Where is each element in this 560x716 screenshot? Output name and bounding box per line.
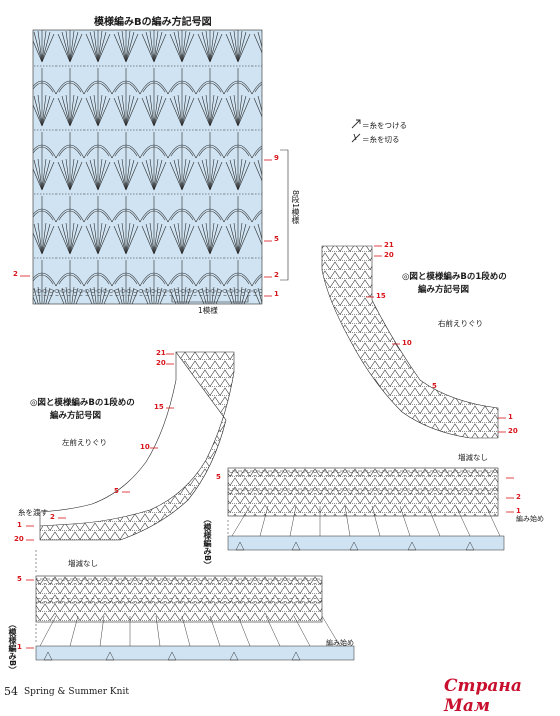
right-row-21: 21 [384,241,394,249]
attach-yarn-icon [351,119,361,129]
right-side-row-2: 2 [516,493,521,501]
left-front-chart [26,351,355,661]
left-row-5: 5 [114,487,119,495]
chart-b-left-row: 2 [13,270,18,278]
right-row-20b: 20 [508,427,518,435]
chart-b-bracket-label: 8段1模様 [291,190,300,225]
watermark: Страна Мам [444,676,522,716]
chart-b-row-1: 1 [274,290,279,298]
legend-icons [351,119,361,143]
left-row-20: 20 [156,359,166,367]
left-front-base-fill [36,646,354,660]
right-row-1: 1 [508,413,513,421]
left-row-21: 21 [156,349,166,357]
right-side-row-1: 1 [516,507,521,515]
crochet-diagram-canvas [20,29,514,661]
left-front-neck-shape [39,351,235,541]
left-pattern-label: （模様編みB） [8,620,17,675]
left-chart-title-1: ◎図と模様編みBの1段めの [30,398,135,408]
left-row-10: 10 [140,443,150,451]
right-row-10: 10 [402,339,412,347]
page-number: 54 [4,685,18,698]
chart-b-stitches [33,30,262,304]
left-chart-title-2: 編み方記号図 [50,411,102,421]
right-side-row-5: 5 [216,473,221,481]
right-row-15: 15 [376,292,386,300]
left-yarn-note: 糸を渡す [18,508,48,517]
left-row-2: 2 [50,513,55,521]
left-row-15: 15 [154,403,164,411]
left-no-change: 増減なし [68,559,98,568]
right-chart-subtitle: 右前えりぐり [438,319,483,328]
legend-attach: ＝糸をつける [362,121,407,130]
right-start: 編み始め [516,515,544,523]
chart-b-bracket [280,149,289,281]
chart-b-title: 模様編みBの編み方記号図 [94,17,212,28]
right-pattern-label: （模様編みB） [203,515,212,570]
left-side-row-5: 5 [17,575,22,583]
right-chart-title-1: ◎図と模様編みBの1段めの [402,272,507,282]
chart-b-row-5: 5 [274,235,279,243]
chart-b-row-2: 2 [274,271,279,279]
right-no-change: 増減なし [458,453,488,462]
left-side-row-1: 1 [17,643,22,651]
chart-b-repeat-bracket [171,296,249,303]
chart-b-repeat-label: 1模様 [198,306,218,315]
right-row-20: 20 [384,251,394,259]
chart-b-row-9: 9 [274,154,279,162]
right-front-neck-shape [321,245,499,439]
left-start: 編み始め [326,639,354,647]
left-row-1: 1 [17,521,22,529]
right-row-5: 5 [432,382,437,390]
legend-cut: ＝糸を切る [362,135,400,144]
right-front-base-fill [228,536,504,550]
left-row-20b: 20 [14,535,24,543]
right-chart-title-2: 編み方記号図 [418,285,470,295]
magazine-brand: Spring & Summer Knit [24,687,129,697]
chart-b [20,29,289,305]
left-chart-subtitle: 左前えりぐり [62,438,107,447]
right-front-chart [227,245,514,551]
cut-yarn-icon [351,133,361,143]
